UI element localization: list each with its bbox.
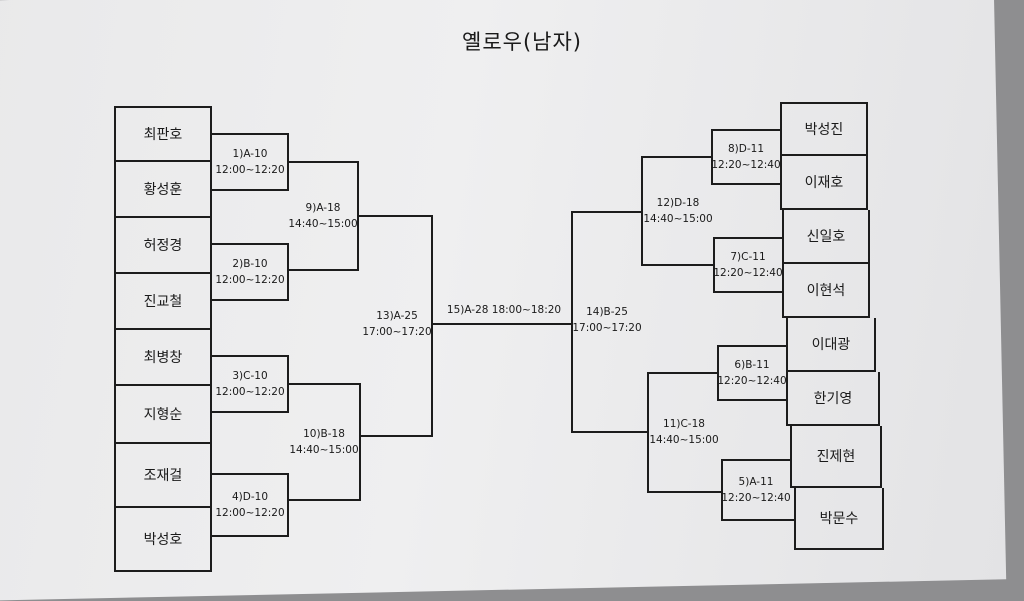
left-player-box-4: 진교철 — [114, 274, 212, 330]
match-label-m13: 13)A-25 17:00~17:20 — [362, 308, 431, 340]
match-label-m6: 6)B-11 12:20~12:40 — [717, 357, 786, 389]
match-label-m3: 3)C-10 12:00~12:20 — [215, 368, 284, 400]
match-time: 12:00~12:20 — [215, 274, 285, 286]
player-name: 이현석 — [806, 283, 846, 299]
left-player-box-3: 허정경 — [114, 218, 212, 274]
match-label-m8: 8)D-11 12:20~12:40 — [711, 141, 780, 173]
match-label-m10: 10)B-18 14:40~15:00 — [289, 426, 358, 458]
player-name: 조재걸 — [143, 468, 183, 484]
match-time: 14:40~15:00 — [649, 434, 719, 446]
match-code: 9)A-18 — [305, 202, 341, 214]
right-player-box-2: 이재호 — [780, 156, 868, 210]
round3-bracket-14 — [571, 211, 648, 433]
match-code: 14)B-25 — [586, 306, 628, 318]
left-player-box-5: 최병창 — [114, 330, 212, 386]
left-player-box-1: 최판호 — [114, 106, 212, 162]
match-code: 15)A-28 18:00~18:20 — [446, 304, 562, 316]
match-time: 12:20~12:40 — [721, 492, 791, 504]
match-time: 14:40~15:00 — [289, 444, 359, 456]
match-code: 3)C-10 — [232, 370, 268, 382]
match-code: 8)D-11 — [727, 143, 765, 155]
match-code: 5)A-11 — [738, 476, 774, 488]
player-name: 진교철 — [143, 294, 183, 310]
match-time: 12:00~12:20 — [215, 164, 285, 176]
match-time: 12:00~12:20 — [215, 386, 285, 398]
player-name: 한기영 — [813, 391, 853, 407]
round1-box-4 — [212, 473, 289, 537]
match-label-m14: 14)B-25 17:00~17:20 — [572, 304, 641, 336]
match-time: 12:00~12:20 — [215, 507, 285, 519]
round1-box-2 — [212, 243, 289, 301]
match-time: 14:40~15:00 — [643, 213, 713, 225]
match-code: 10)B-18 — [303, 428, 345, 440]
player-name: 허정경 — [143, 238, 183, 254]
match-label-m1: 1)A-10 12:00~12:20 — [215, 146, 284, 178]
match-code: 1)A-10 — [232, 148, 268, 160]
player-name: 박성호 — [143, 532, 183, 548]
player-name: 황성훈 — [143, 182, 183, 198]
right-player-box-7: 진제현 — [790, 426, 882, 488]
match-label-m4: 4)D-10 12:00~12:20 — [215, 489, 284, 521]
match-time: 17:00~17:20 — [362, 326, 432, 338]
right-player-box-3: 신일호 — [782, 210, 870, 264]
bracket-lines — [212, 129, 794, 537]
player-name: 이재호 — [804, 175, 844, 191]
round2-bracket-10 — [288, 383, 361, 501]
round1-box-5 — [721, 459, 794, 521]
match-code: 2)B-10 — [232, 258, 268, 270]
left-player-box-7: 조재걸 — [114, 444, 212, 508]
player-name: 최병창 — [143, 350, 183, 366]
match-time: 14:40~15:00 — [288, 218, 358, 230]
match-label-m5: 5)A-11 12:20~12:40 — [721, 474, 790, 506]
left-player-box-6: 지형순 — [114, 386, 212, 444]
player-name: 최판호 — [143, 127, 183, 143]
match-code: 13)A-25 — [376, 310, 418, 322]
right-player-box-8: 박문수 — [794, 488, 884, 550]
match-label-m2: 2)B-10 12:00~12:20 — [215, 256, 284, 288]
player-name: 박성진 — [804, 122, 844, 138]
left-player-box-8: 박성호 — [114, 508, 212, 572]
round3-bracket-13 — [358, 215, 433, 437]
match-label-m15: 15)A-28 18:00~18:20 — [447, 302, 561, 318]
match-label-m12: 12)D-18 14:40~15:00 — [643, 195, 712, 227]
right-player-box-6: 한기영 — [786, 372, 880, 426]
player-name: 신일호 — [806, 229, 846, 245]
right-player-box-5: 이대광 — [786, 318, 876, 372]
match-label-m7: 7)C-11 12:20~12:40 — [713, 249, 782, 281]
player-name: 박문수 — [819, 511, 859, 527]
match-time: 12:20~12:40 — [711, 159, 781, 171]
player-name: 진제현 — [816, 449, 856, 465]
page-title: 옐로우(남자) — [462, 30, 582, 54]
right-player-box-1: 박성진 — [780, 102, 868, 156]
match-label-m9: 9)A-18 14:40~15:00 — [288, 200, 357, 232]
match-time: 12:20~12:40 — [717, 375, 787, 387]
left-player-box-2: 황성훈 — [114, 162, 212, 218]
match-time: 12:20~12:40 — [713, 267, 783, 279]
match-label-m11: 11)C-18 14:40~15:00 — [649, 416, 718, 448]
match-code: 12)D-18 — [656, 197, 700, 209]
match-code: 6)B-11 — [734, 359, 770, 371]
match-code: 11)C-18 — [663, 418, 705, 430]
player-name: 이대광 — [811, 337, 851, 353]
right-player-box-4: 이현석 — [782, 264, 870, 318]
match-code: 4)D-10 — [231, 491, 269, 503]
match-code: 7)C-11 — [730, 251, 766, 263]
player-name: 지형순 — [143, 407, 183, 423]
match-time: 17:00~17:20 — [572, 322, 642, 334]
